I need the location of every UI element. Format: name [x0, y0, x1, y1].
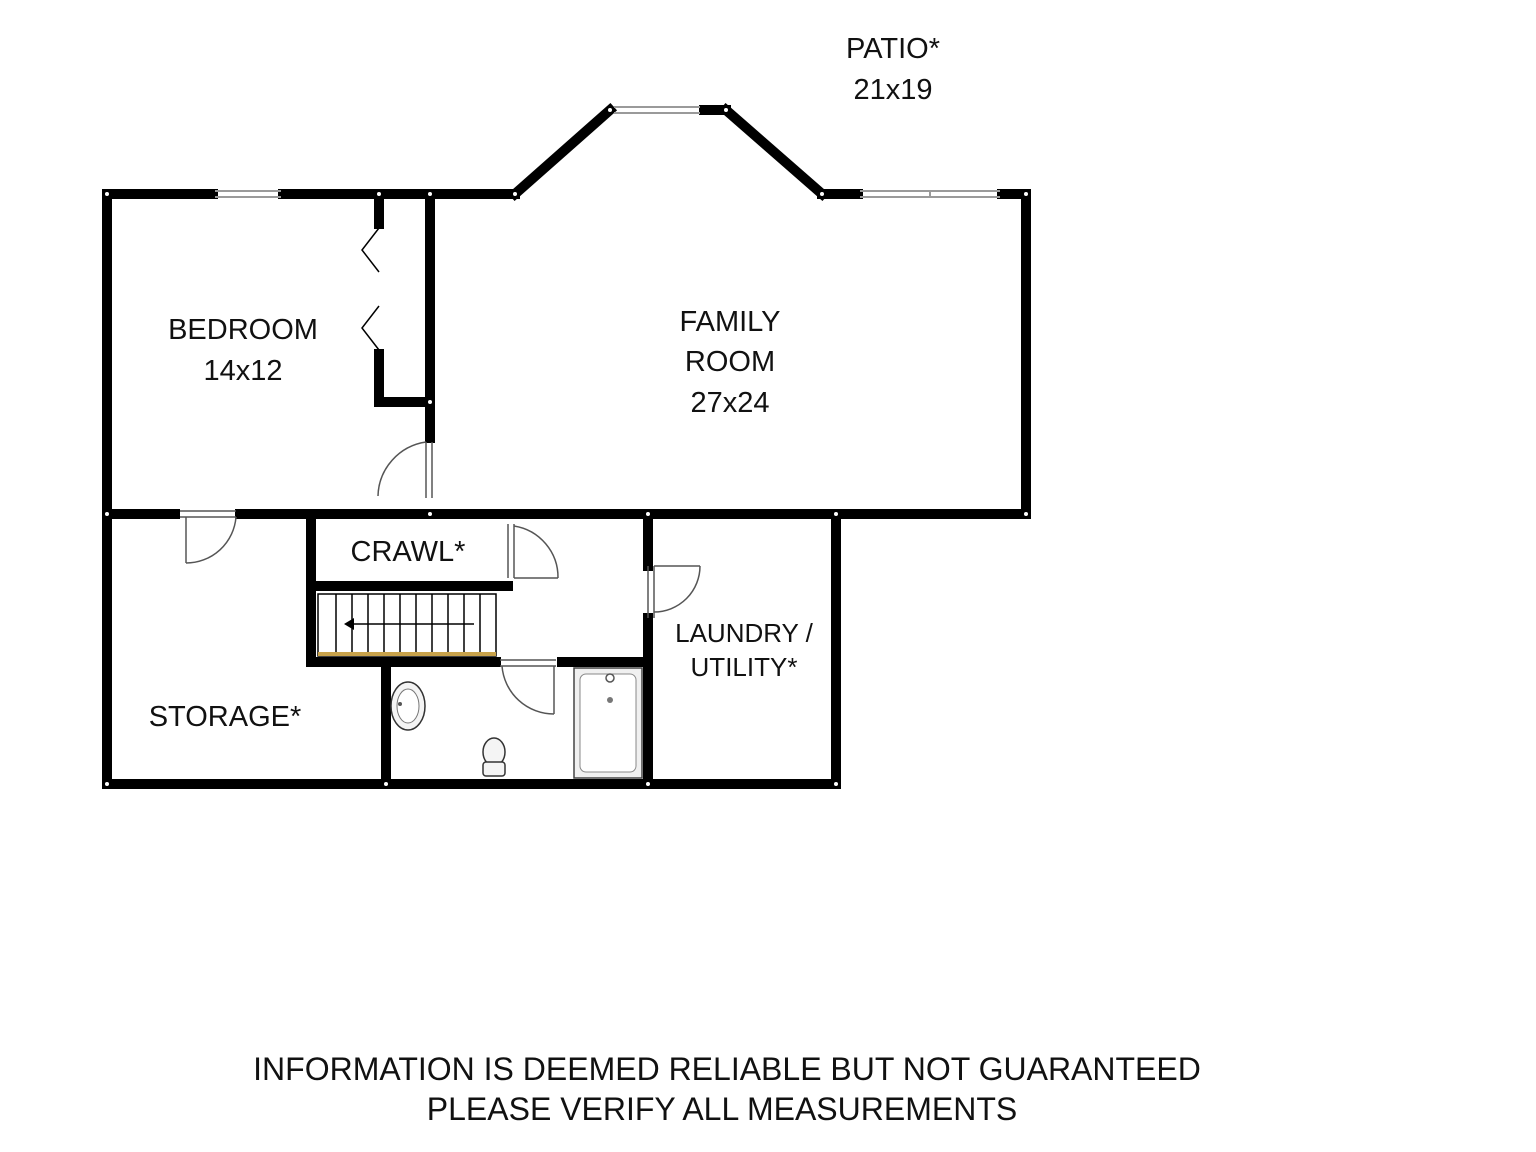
sink-icon [390, 681, 426, 731]
walls [102, 102, 1031, 789]
patio-name: PATIO* [846, 33, 940, 65]
laundry-name-line1: LAUNDRY / [675, 618, 814, 648]
bedroom-door [377, 441, 433, 498]
arrow-head-icon [344, 618, 354, 630]
wall-joints [105, 108, 1028, 786]
family-room-name-line2: ROOM [685, 346, 775, 378]
staircase [317, 593, 497, 657]
shower-icon [573, 667, 643, 779]
patio-slider [860, 190, 1000, 198]
bifold-door [361, 305, 380, 351]
bedroom-window [215, 190, 281, 198]
toilet-icon [482, 737, 506, 777]
disclaimer: INFORMATION IS DEEMED RELIABLE BUT NOT G… [253, 1051, 1201, 1127]
patio-dims: 21x19 [853, 74, 932, 106]
room-labels: PATIO* 21x19 BEDROOM 14x12 FAMILY ROOM 2… [149, 33, 940, 733]
disclaimer-line1: INFORMATION IS DEEMED RELIABLE BUT NOT G… [253, 1051, 1201, 1087]
family-room-name-line1: FAMILY [680, 306, 781, 338]
crawl-name: CRAWL* [351, 536, 466, 568]
storage-name: STORAGE* [149, 701, 302, 733]
bedroom-dims: 14x12 [203, 355, 282, 387]
storage-door [180, 510, 237, 564]
laundry-door [647, 565, 701, 618]
bath-fixtures [390, 667, 643, 779]
bath-door [500, 659, 556, 715]
bay-window [614, 106, 700, 114]
family-room-dims: 27x24 [690, 387, 769, 419]
bedroom-name: BEDROOM [168, 314, 318, 346]
windows [215, 106, 1000, 198]
crawl-door [507, 524, 559, 579]
bifold-door [361, 227, 380, 273]
laundry-name-line2: UTILITY* [691, 652, 798, 682]
disclaimer-line2: PLEASE VERIFY ALL MEASUREMENTS [427, 1091, 1017, 1127]
doors [180, 227, 701, 715]
